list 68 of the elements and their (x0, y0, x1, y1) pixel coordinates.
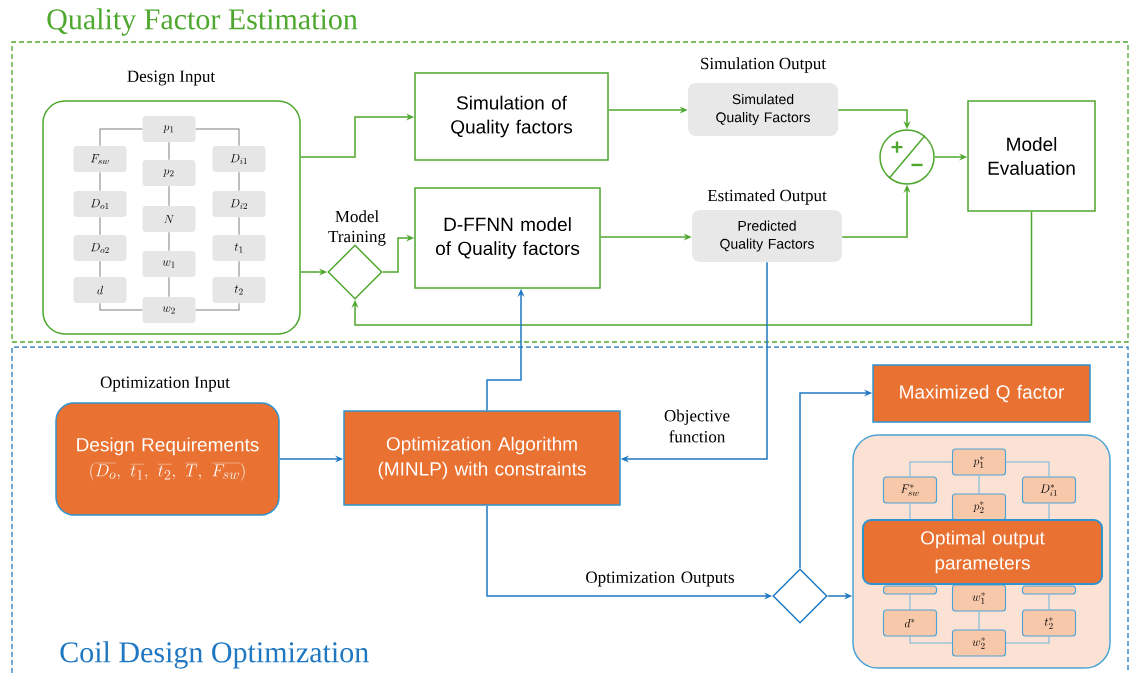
connector-line (168, 185, 170, 207)
parameter-cell: $t_2^*$ (1021, 609, 1077, 637)
parameter-cell (882, 585, 938, 595)
parameter-cell: $t_2$ (212, 277, 266, 303)
process-box: Maximized Q factor (872, 364, 1091, 423)
connector-line (1048, 503, 1050, 520)
connector-line (909, 461, 953, 477)
arrow (351, 211, 1033, 326)
process-box: Optimization Algorithm (MINLP) with constraints (343, 410, 621, 506)
connector-line (195, 128, 240, 147)
connector-line (99, 216, 101, 236)
connector-line (168, 231, 170, 252)
section-heading: Simulation Output (701, 57, 826, 73)
connector-line (99, 260, 101, 278)
connector-line (978, 475, 980, 494)
parameter-cell: $p_1$ (142, 116, 196, 142)
parameter-cell: $D_{i1}$ (212, 146, 266, 172)
output-box: Simulated Quality Factors (688, 83, 838, 136)
parameter-cell: $D_{i1}^*$ (1021, 476, 1077, 504)
section-heading: Design Input (127, 70, 216, 86)
section-heading: Estimated Output (707, 189, 827, 205)
connector-line (238, 216, 240, 236)
connector-line (195, 302, 240, 311)
parameter-cell: $F_{sw}^*$ (882, 476, 938, 504)
output-box: Predicted Quality Factors (692, 210, 842, 262)
parameter-cell: $F_{sw}$ (73, 146, 127, 172)
connector-line (168, 276, 170, 298)
process-box: D-FFNN model of Quality factors (414, 187, 601, 289)
parameter-cell: $D_{o1}$ (73, 191, 127, 217)
parameter-cell: $D_{o2}$ (73, 235, 127, 261)
parameter-cell: $w_2$ (142, 297, 196, 323)
decision-diamond (772, 568, 828, 624)
connector-line (168, 141, 170, 161)
summing-junction: + − (879, 129, 935, 185)
parameter-cell: $D_{i2}$ (212, 191, 266, 217)
connector-line (1048, 594, 1050, 610)
edge-label: Optimization Outputs (578, 569, 742, 589)
parameter-cell: $w_1^*$ (951, 584, 1007, 612)
connector-line (978, 611, 980, 630)
connector-line (909, 636, 953, 644)
connector-line (1005, 461, 1050, 477)
input-box: Design Requirements $(\overline{D_o},\ \overline{t_1},\ \overline{t_2},\ \overline{T},\ \overline{F_{sw}})$ (55, 402, 280, 516)
edge-label: Objective function (650, 407, 744, 445)
parameter-cell: $t_1$ (212, 235, 266, 261)
connector-line (909, 594, 911, 610)
connector-line (99, 128, 143, 147)
parameter-cell: $N$ (142, 206, 196, 232)
connector-line (909, 503, 911, 520)
parameter-cell (1021, 585, 1077, 595)
process-box: Model Evaluation (967, 100, 1096, 212)
parameter-cell: $w_1$ (142, 251, 196, 277)
section-heading: Optimization Input (100, 376, 230, 392)
section-heading: Quality Factor Estimation (47, 8, 358, 36)
connector-line (99, 171, 101, 192)
result-box: Optimal output parameters (862, 519, 1103, 585)
parameter-cell: $p_2$ (142, 160, 196, 186)
connector-line (1005, 636, 1050, 644)
section-heading: Coil Design Optimization (60, 641, 369, 669)
connector-line (238, 171, 240, 192)
parameter-cell: $p_1^*$ (951, 448, 1007, 476)
connector-line (99, 302, 143, 311)
parameter-cell: $d$ (73, 277, 127, 303)
process-box: Simulation of Quality factors (414, 72, 609, 161)
parameter-cell: $p_2^*$ (951, 493, 1007, 521)
connector-line (238, 260, 240, 278)
parameter-cell: $d^*$ (882, 609, 938, 637)
node-caption: Model Training (328, 210, 386, 246)
parameter-cell: $w_2^*$ (951, 629, 1007, 657)
